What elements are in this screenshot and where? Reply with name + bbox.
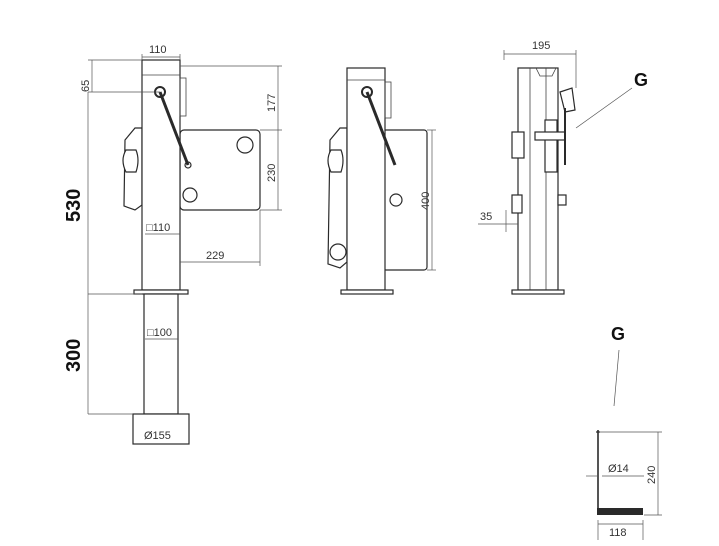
dim-total-lower: 300 [63,339,85,372]
crank-knob [184,161,192,169]
callout-leader-side [575,87,633,129]
plate-hole-top [236,136,254,154]
dim-handle-length: 240 [646,466,658,484]
side-flange [511,289,565,295]
side-gear [544,119,558,173]
handle-grip [597,508,643,515]
dim-handle-diameter: Ø14 [608,463,629,475]
dim-plate-offset: 229 [206,250,224,262]
detail-handle: G Ø14 240 118 [586,324,662,540]
dim-handle-width: 118 [609,527,627,539]
middle-clamp-hole [329,243,347,261]
crank-arm [158,91,190,166]
front-view-dimensions: 110 65 177 230 □110 229 □100 Ø155 530 30… [63,44,282,442]
side-bracket-left [511,131,525,159]
dim-width-top: 110 [149,44,167,56]
clamp-handle [122,149,139,173]
middle-crank-pivot [361,86,373,98]
callout-detail-label: G [611,324,625,344]
dim-total-upper: 530 [63,189,85,222]
middle-plate-hole [389,193,403,207]
middle-crank-arm [365,91,397,166]
gear-housing [179,77,187,117]
dim-foot-diameter: Ø155 [144,430,171,442]
dim-side-offset: 35 [480,211,492,223]
callout-leader-detail [613,349,620,407]
side-view: 195 35 G [478,40,648,295]
side-bracket-low [511,194,523,214]
middle-clamp-handle [327,149,344,173]
dim-offset-top: 65 [80,80,92,92]
dim-tube-outer: □110 [146,222,170,234]
plate-hole-bottom [182,187,198,203]
middle-flange [340,289,394,295]
tube-flange [133,289,189,295]
mounting-plate [179,129,261,211]
dim-side-width: 195 [532,40,550,52]
side-handle-grip [559,87,576,113]
side-bolt [557,194,567,206]
front-view [122,59,261,445]
callout-side-label: G [634,70,648,90]
lower-tube [143,293,179,415]
middle-gear-housing [384,81,392,119]
side-tube [517,67,559,291]
side-shaft [534,131,566,141]
dim-plate-height-mid: 400 [420,192,432,210]
middle-tube [346,67,386,291]
dim-plate-height: 230 [266,164,278,182]
dim-height-upper: 177 [266,94,278,112]
side-top-notch [535,67,557,77]
foot-plate [132,413,190,445]
dim-tube-inner: □100 [147,327,172,339]
middle-view: 400 [327,67,436,295]
